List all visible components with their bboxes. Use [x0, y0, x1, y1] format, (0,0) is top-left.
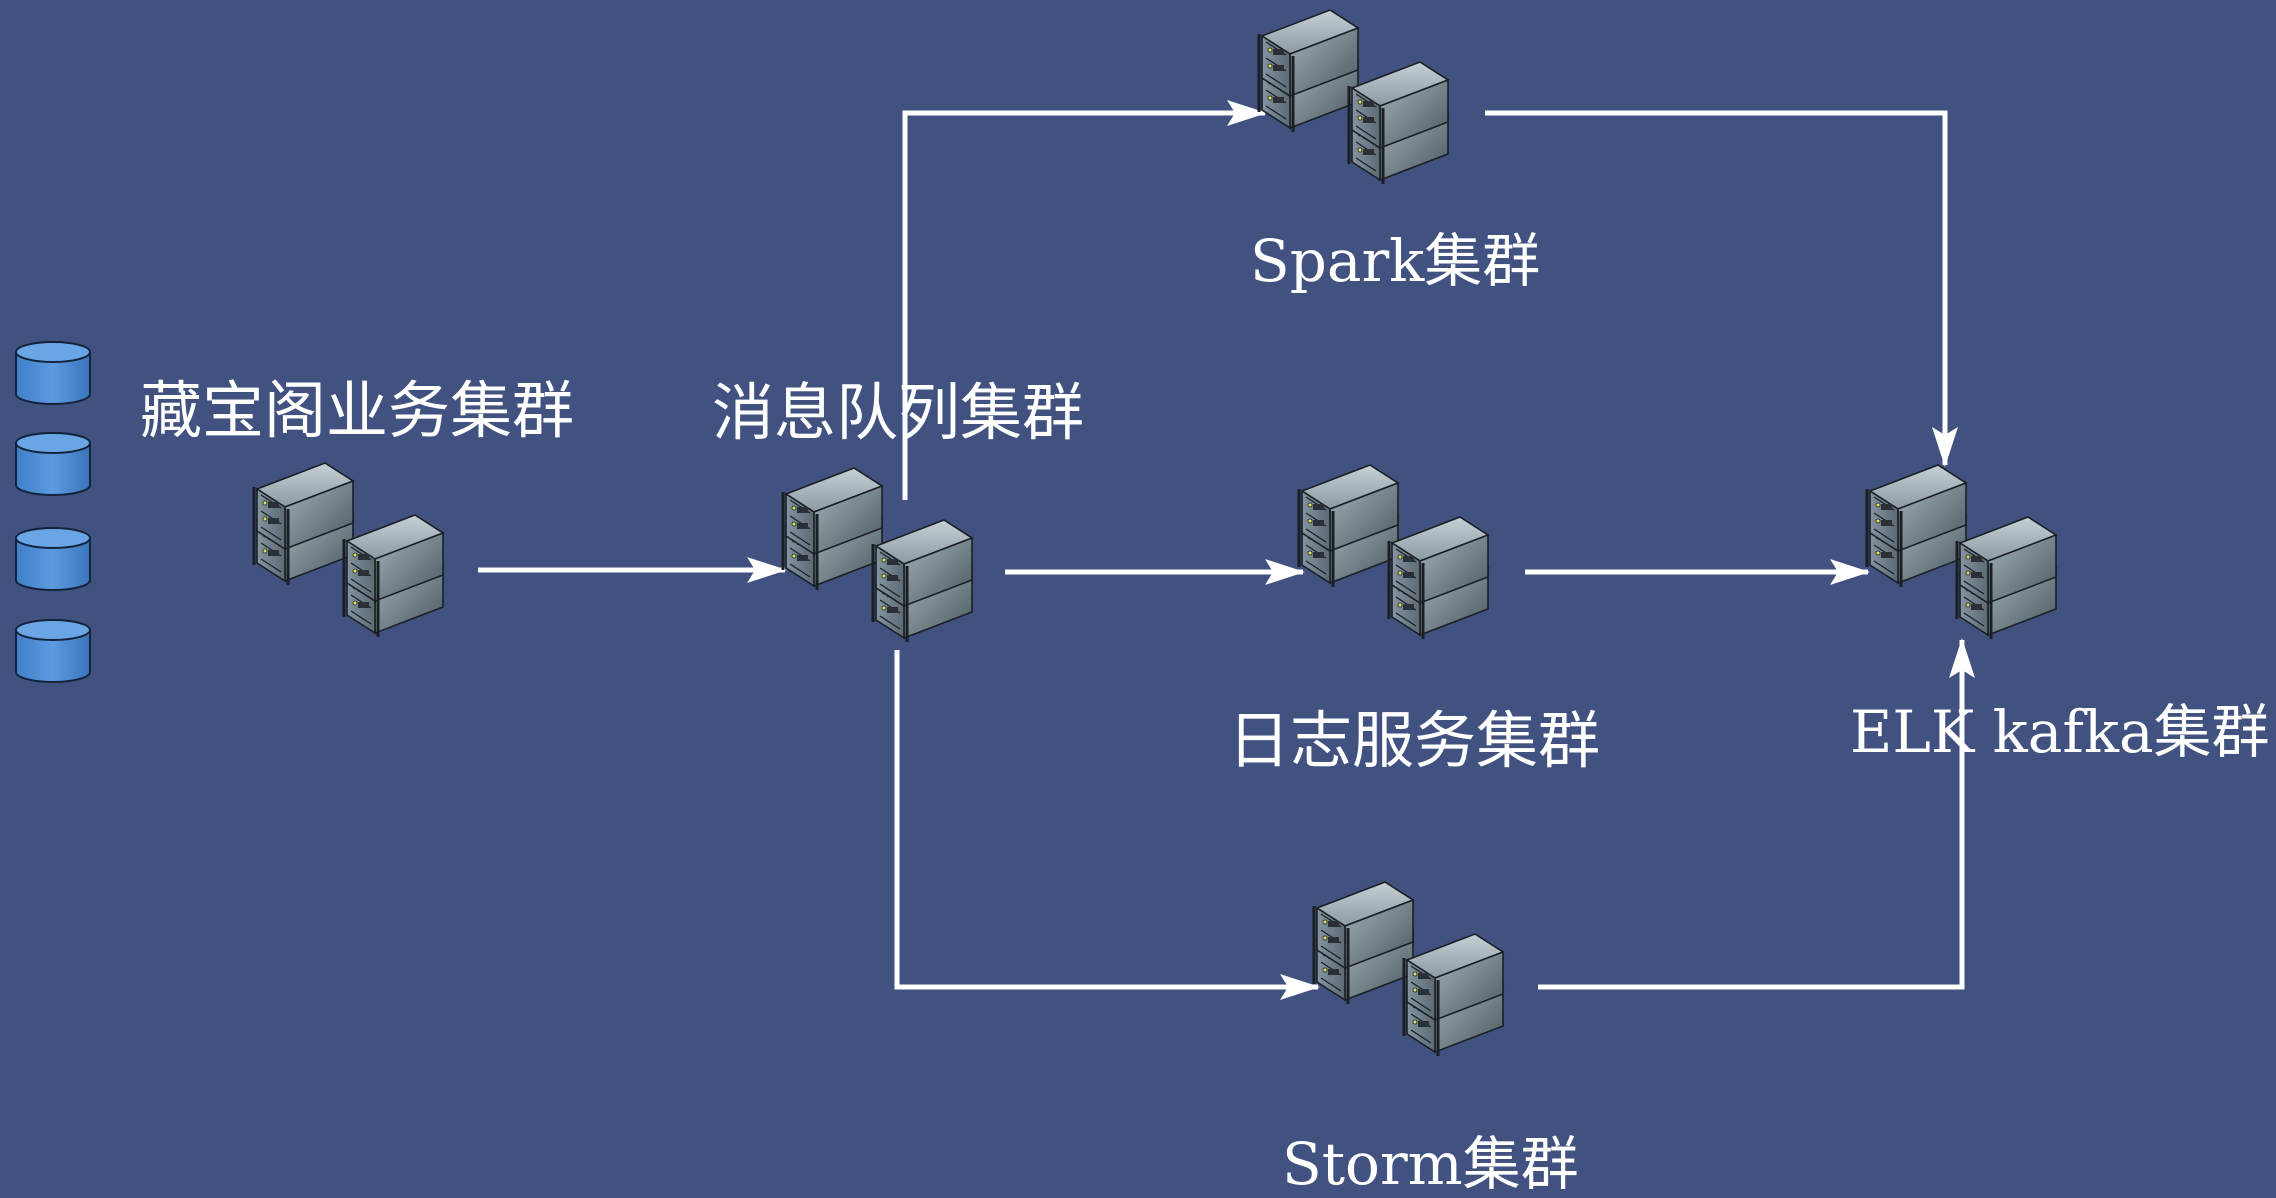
node-label-business: 藏宝阁业务集群 [140, 374, 575, 447]
database-stack [15, 341, 91, 683]
node-label-mq: 消息队列集群 [712, 376, 1085, 449]
edge-mq-to-storm [894, 650, 1320, 1000]
node-label-spark: Spark集群 [1250, 227, 1541, 295]
node-label-elk: ELK kafka集群 [1850, 698, 2270, 766]
database-icon [15, 527, 91, 591]
server-cluster-icon [1259, 10, 1448, 184]
edge-mq-to-spark [902, 100, 1267, 500]
server-cluster-icon [1867, 465, 2056, 639]
connections [478, 100, 1975, 1000]
node-label-storm: Storm集群 [1282, 1130, 1579, 1198]
node-label-log: 日志服务集群 [1228, 704, 1601, 777]
server-cluster-icon [783, 468, 972, 642]
database-icon [15, 619, 91, 683]
database-icon [15, 432, 91, 496]
edge-spark-to-elk [1485, 110, 1958, 467]
server-cluster-icon [254, 463, 443, 637]
edge-storm-to-elk [1538, 638, 1975, 990]
server-cluster-icon [1299, 465, 1488, 639]
database-icon [15, 341, 91, 405]
server-cluster-icon [1314, 882, 1503, 1056]
